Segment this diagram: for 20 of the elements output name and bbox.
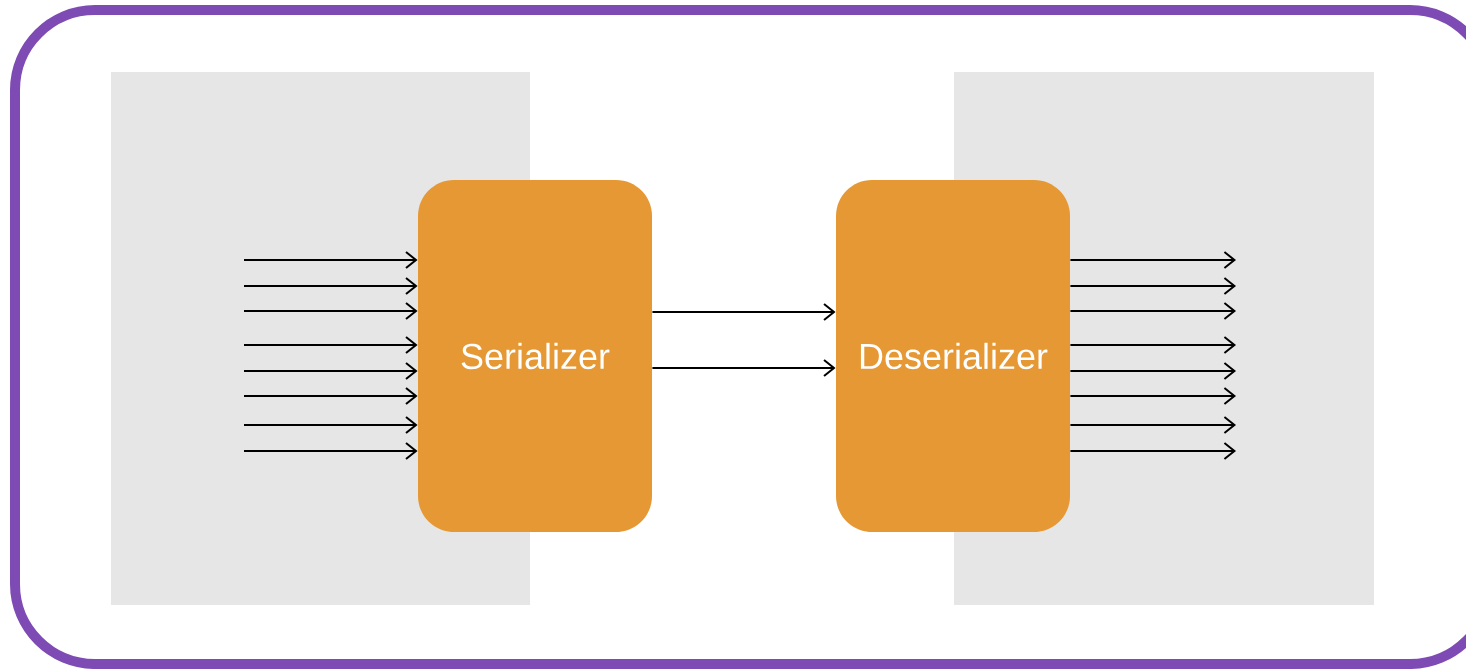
process-box: Deserializer <box>836 180 1070 532</box>
arrow <box>243 387 418 405</box>
arrow <box>651 303 836 321</box>
arrow <box>1069 362 1237 380</box>
arrow <box>243 277 418 295</box>
arrow <box>651 359 836 377</box>
arrow <box>243 251 418 269</box>
arrow <box>1069 277 1237 295</box>
arrow <box>243 416 418 434</box>
arrow <box>1069 387 1237 405</box>
arrow <box>1069 302 1237 320</box>
arrow <box>1069 416 1237 434</box>
arrow <box>243 442 418 460</box>
arrow <box>243 302 418 320</box>
process-box: Serializer <box>418 180 652 532</box>
arrow <box>243 336 418 354</box>
arrow <box>1069 442 1237 460</box>
arrow <box>1069 251 1237 269</box>
arrow <box>1069 336 1237 354</box>
arrow <box>243 362 418 380</box>
